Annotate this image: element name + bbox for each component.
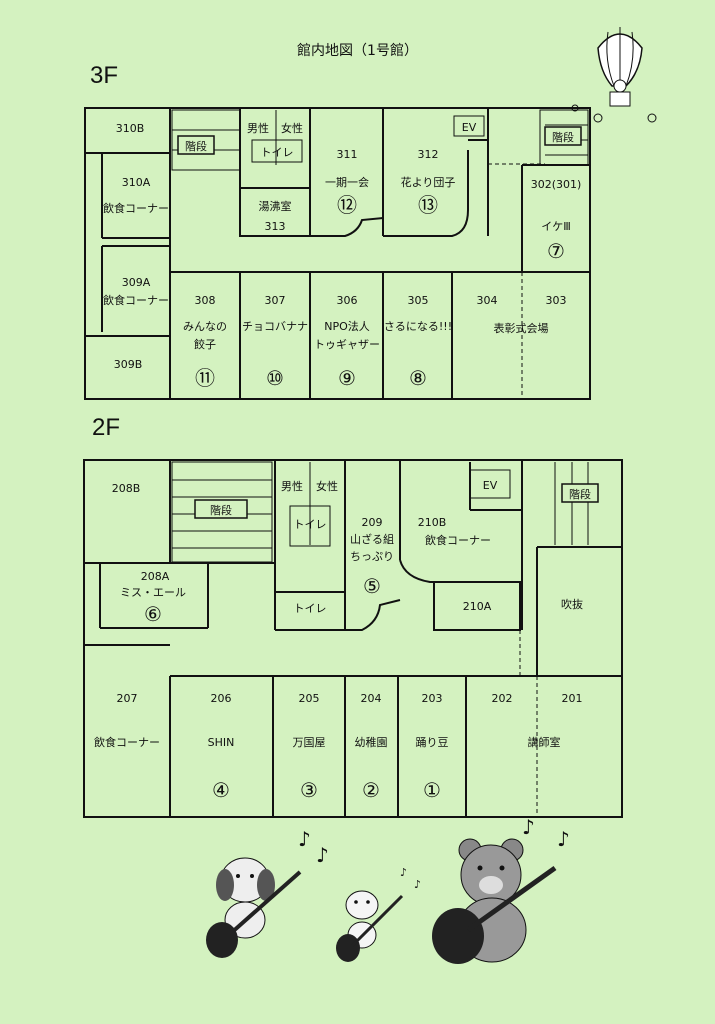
room-210b-name: 飲食コーナー — [425, 533, 491, 547]
room-305-number: 305 — [408, 294, 429, 307]
booth-9-marker: ⑨ — [338, 366, 356, 390]
room-203-name: 踊り豆 — [416, 736, 449, 749]
room-311-number: 311 — [337, 148, 358, 161]
puppy-guitarist-illustration — [206, 857, 302, 958]
room-310a-number: 310A — [122, 176, 151, 189]
stairs-3f-left-sign — [177, 135, 215, 155]
room-309a-name: 飲食コーナー — [103, 293, 169, 307]
svg-text:♪: ♪ — [400, 866, 407, 879]
room-206-number: 206 — [211, 692, 232, 705]
page-title: 館内地図（1号館） — [297, 43, 418, 59]
room-312-number: 312 — [418, 148, 439, 161]
room-312-name: 花より団子 — [401, 176, 456, 189]
svg-text:♪: ♪ — [557, 827, 570, 851]
booth-12-marker: ⑫ — [337, 193, 357, 217]
elevator-2f-label: EV — [483, 479, 498, 492]
elevator-3f-label: EV — [462, 121, 477, 134]
room-208a-name: ミス・エール — [120, 586, 186, 599]
mouse-guitarist-illustration — [336, 890, 404, 962]
floor-3f-plan — [84, 107, 591, 400]
stairs-3f-right-label: 階段 — [552, 130, 574, 144]
room-305-name: さるになる!!! — [384, 320, 452, 333]
room-304-number: 304 — [477, 294, 498, 307]
toilet-3f-female-label: 女性 — [281, 121, 303, 135]
toilet-3f-male-label: 男性 — [247, 121, 269, 135]
room-302-number: 302(301) — [531, 178, 582, 191]
room-306-name-line1: NPO法人 — [324, 319, 370, 333]
toilet-2f-male-label: 男性 — [281, 479, 303, 493]
room-202-number: 202 — [492, 692, 513, 705]
stairs-2f-left-sign — [194, 499, 248, 519]
booth-4-marker: ④ — [212, 778, 230, 802]
room-309a-number: 309A — [122, 276, 151, 289]
booth-8-marker: ⑧ — [409, 366, 427, 390]
room-201-number: 201 — [562, 692, 583, 705]
room-308-name-line1: みんなの — [183, 320, 227, 333]
room-208b-number: 208B — [112, 482, 141, 495]
room-205-number: 205 — [299, 692, 320, 705]
room-313-number: 313 — [265, 220, 286, 233]
toilet-2f-label: トイレ — [294, 518, 327, 531]
room-313-name: 湯沸室 — [259, 199, 292, 213]
room-310a-name: 飲食コーナー — [103, 201, 169, 215]
room-205-name: 万国屋 — [293, 736, 326, 749]
room-309b-number: 309B — [114, 358, 143, 371]
booth-11-marker: ⑪ — [195, 366, 215, 390]
room-210a-number: 210A — [463, 600, 492, 613]
room-209-number: 209 — [362, 516, 383, 529]
room-204-name: 幼稚園 — [355, 736, 388, 749]
booth-5-marker: ⑤ — [363, 574, 381, 598]
room-310b-number: 310B — [116, 122, 145, 135]
svg-text:♪: ♪ — [316, 843, 329, 867]
floor-2f-label: 2F — [92, 414, 121, 441]
room-306-name-line2: トゥギャザー — [314, 338, 380, 351]
booth-6-marker: ⑥ — [144, 602, 162, 626]
stairs-3f-left-label: 階段 — [185, 139, 207, 153]
room-307-name: チョコバナナ — [242, 320, 308, 333]
booth-3-marker: ③ — [300, 778, 318, 802]
booth-2-marker: ② — [362, 778, 380, 802]
room-203-number: 203 — [422, 692, 443, 705]
stairs-3f-right-sign — [544, 126, 582, 146]
svg-text:♪: ♪ — [522, 815, 535, 839]
room-210b-number: 210B — [418, 516, 447, 529]
stairs-2f-left-label: 階段 — [210, 503, 232, 517]
room-306-number: 306 — [337, 294, 358, 307]
room-302-name: イケⅢ — [541, 220, 571, 233]
toilet-2f-lower-label: トイレ — [294, 602, 327, 615]
room-209-name-line1: 山ざる組 — [350, 532, 394, 546]
bear-guitarist-illustration — [432, 838, 557, 964]
toilet-2f-female-label: 女性 — [316, 479, 338, 493]
floor-3f-label: 3F — [90, 62, 119, 89]
room-207-number: 207 — [117, 692, 138, 705]
svg-text:♪: ♪ — [298, 827, 311, 851]
room-207-name: 飲食コーナー — [94, 735, 160, 749]
floor-2f-plan — [83, 459, 623, 818]
music-notes-icon: ♪ ♪ ♪ ♪ ♪ ♪ — [298, 815, 570, 891]
stairs-2f-right-label: 階段 — [569, 487, 591, 501]
room-308-number: 308 — [195, 294, 216, 307]
booth-10-marker: ⑩ — [266, 366, 284, 390]
room-202-201-name: 講師室 — [528, 735, 561, 749]
stairs-2f-right-sign — [561, 483, 599, 503]
room-204-number: 204 — [361, 692, 382, 705]
atrium-label: 吹抜 — [561, 597, 583, 611]
room-304-303-name: 表彰式会場 — [494, 321, 549, 335]
room-209-name-line2: ちっぷり — [350, 550, 394, 563]
hot-air-balloon-illustration — [571, 27, 657, 123]
room-303-number: 303 — [546, 294, 567, 307]
room-307-number: 307 — [265, 294, 286, 307]
toilet-3f-label: トイレ — [261, 146, 294, 159]
room-311-name: 一期一会 — [325, 176, 369, 189]
booth-13-marker: ⑬ — [418, 193, 438, 217]
svg-text:♪: ♪ — [414, 878, 421, 891]
room-206-name: SHIN — [208, 736, 235, 749]
room-208a-number: 208A — [141, 570, 170, 583]
room-308-name-line2: 餃子 — [194, 337, 216, 351]
booth-7-marker: ⑦ — [547, 239, 565, 263]
booth-1-marker: ① — [423, 778, 441, 802]
